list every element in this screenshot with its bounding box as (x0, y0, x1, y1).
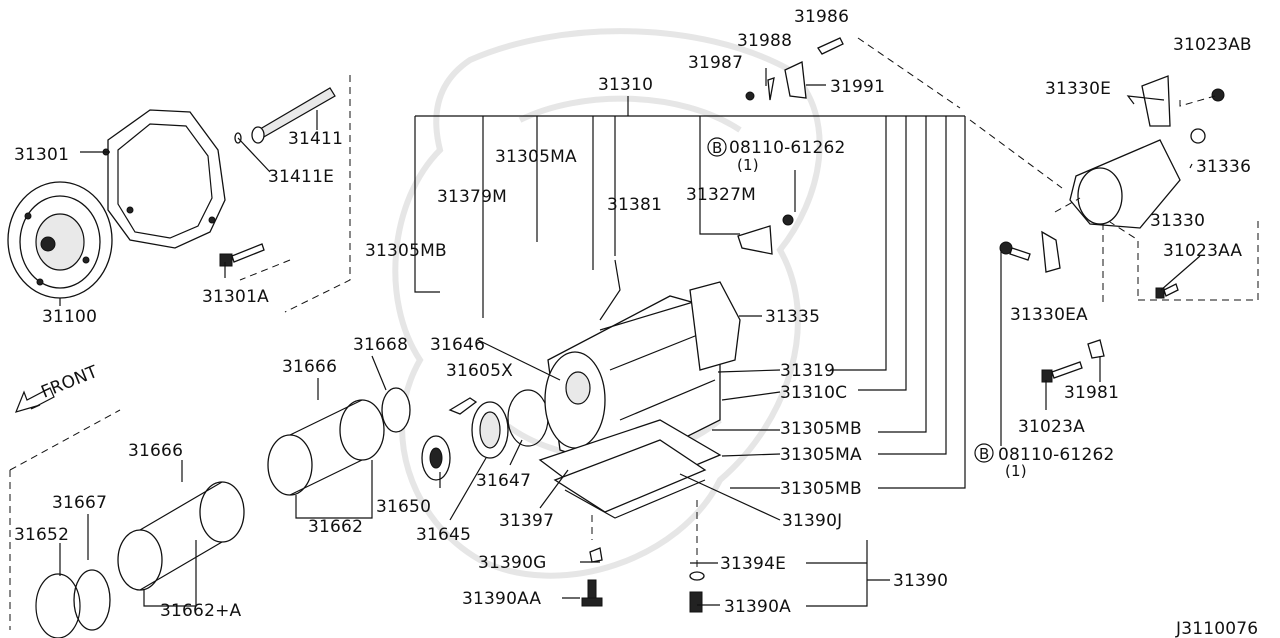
callout-31411: 31411 (288, 129, 343, 149)
diagram-code: J3110076 (1175, 619, 1258, 638)
callout-31662a: 31662+A (160, 601, 242, 621)
callout-31645: 31645 (416, 525, 471, 545)
callout-31023ab: 31023AB (1173, 35, 1252, 55)
callout-08110-right: 08110-61262 (998, 445, 1115, 465)
callout-31301a: 31301A (202, 287, 269, 307)
svg-text:B: B (979, 445, 990, 463)
callout-31988: 31988 (737, 31, 792, 51)
callout-31305ma-top: 31305MA (495, 147, 577, 167)
bracket-31605x (448, 397, 478, 415)
callout-31301: 31301 (14, 145, 69, 165)
callout-31305mb-left: 31305MB (365, 241, 447, 261)
callout-31666-upper: 31666 (282, 357, 337, 377)
callout-31668: 31668 (353, 335, 408, 355)
callout-31650: 31650 (376, 497, 431, 517)
torque-converter-part (7, 181, 113, 299)
callout-31991: 31991 (830, 77, 885, 97)
callout-31646: 31646 (430, 335, 485, 355)
callout-31327m: 31327M (686, 185, 756, 205)
callout-31411e: 31411E (268, 167, 334, 187)
callout-31390j: 31390J (782, 511, 842, 531)
oil-pan-part (538, 419, 722, 519)
callout-31379m: 31379M (437, 187, 507, 207)
callout-31390g: 31390G (478, 553, 546, 573)
callout-31987: 31987 (688, 53, 743, 73)
clutch-pack-upper (267, 387, 411, 496)
bolt-31301a-icon (219, 243, 265, 267)
callout-31310: 31310 (598, 75, 653, 95)
callout-31305mb-low: 31305MB (780, 479, 862, 499)
callout-labels: 31986 31988 31987 31991 31310 31023AB 31… (14, 7, 1252, 621)
callout-31330: 31330 (1150, 211, 1205, 231)
callout-31986: 31986 (794, 7, 849, 27)
callout-31305mb-mid: 31305MB (780, 419, 862, 439)
input-shaft-part (234, 87, 336, 144)
extension-housing-part (1069, 88, 1225, 229)
callout-31330ea: 31330EA (1010, 305, 1088, 325)
callout-31319: 31319 (780, 361, 835, 381)
callout-31310c: 31310C (780, 383, 847, 403)
front-arrow-icon (14, 387, 55, 413)
callout-31305ma-mid: 31305MA (780, 445, 862, 465)
callout-31100: 31100 (42, 307, 97, 327)
callout-31666-lower: 31666 (128, 441, 183, 461)
callout-31335: 31335 (765, 307, 820, 327)
callout-31023aa: 31023AA (1163, 241, 1242, 261)
callout-31397: 31397 (499, 511, 554, 531)
callout-31981: 31981 (1064, 383, 1119, 403)
callout-31647: 31647 (476, 471, 531, 491)
callout-31330e: 31330E (1045, 79, 1111, 99)
callout-31605x: 31605X (446, 361, 513, 381)
callout-08110-top: 08110-61262 (729, 138, 846, 158)
callout-31381: 31381 (607, 195, 662, 215)
svg-text:B: B (712, 139, 723, 157)
callout-31662-upper: 31662 (308, 517, 363, 537)
callout-31390aa: 31390AA (462, 589, 541, 609)
bearing-31645 (471, 401, 509, 459)
bolt-symbol-right-icon: B (974, 443, 994, 463)
callout-31394e: 31394E (720, 554, 786, 574)
bolt-symbol-top-icon: B (707, 137, 727, 157)
converter-housing-part (102, 109, 226, 249)
callout-08110-right-qty: (1) (1005, 462, 1027, 480)
front-label: FRONT (38, 362, 101, 403)
callout-08110-top-qty: (1) (737, 156, 759, 174)
bearing-31650 (421, 435, 451, 481)
callout-31652: 31652 (14, 525, 69, 545)
clutch-pack-lower (35, 481, 245, 638)
callout-31023a: 31023A (1018, 417, 1085, 437)
transmission-case-part (544, 281, 741, 471)
callout-31390a: 31390A (724, 597, 791, 617)
callout-31667: 31667 (52, 493, 107, 513)
callout-31390: 31390 (893, 571, 948, 591)
callout-31336: 31336 (1196, 157, 1251, 177)
